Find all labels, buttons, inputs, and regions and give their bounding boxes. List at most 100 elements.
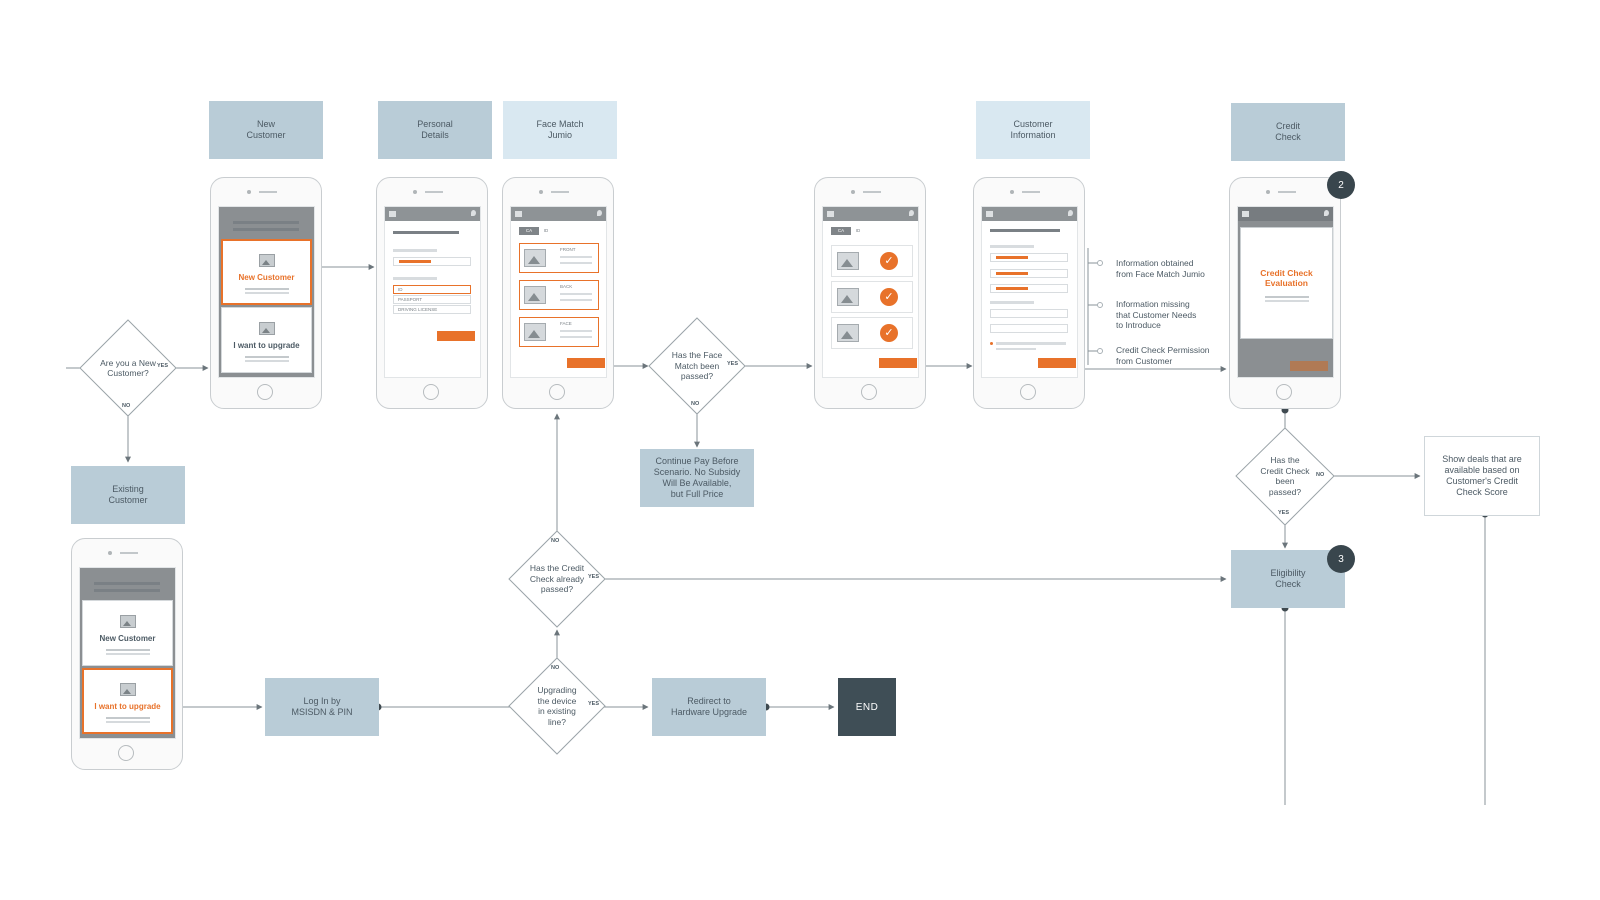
home-button[interactable] [257,384,273,400]
header-credit-check: Credit Check [1231,103,1345,161]
end-node: END [838,678,896,736]
caption: BACK [560,284,573,289]
decision-text-new-customer: Are you a New Customer? [100,357,156,379]
option-label: New Customer [238,273,295,282]
image-icon [119,615,136,628]
header-customer-information: Customer Information [976,101,1090,159]
label-yes: YES [588,701,600,707]
option-label: I want to upgrade [94,702,161,711]
process-log-in: Log In by MSISDN & PIN [265,678,379,736]
top-bar [511,207,606,221]
face-row: ✓ [831,317,913,349]
menu-icon[interactable] [827,211,834,213]
process-redirect: Redirect to Hardware Upgrade [652,678,766,736]
location-icon [909,210,914,216]
label-no: NO [691,401,700,407]
image-icon [524,286,546,304]
location-icon [597,210,602,216]
decision-credit-passed [1235,427,1335,526]
tab-ca[interactable]: CA [831,227,851,235]
label-yes: YES [727,361,739,367]
phone-screen: New Customer I want to upgrade [79,567,176,739]
decision-upgrading [508,657,606,755]
back-capture[interactable]: BACK [519,280,599,310]
label-no: NO [1316,472,1325,478]
check-icon: ✓ [880,288,898,306]
passport-field[interactable]: PASSPORT [393,295,471,304]
decision-face-match [648,317,746,415]
image-icon [119,683,136,696]
image-icon [524,323,546,341]
step-badge-credit: 2 [1327,171,1355,199]
decision-credit-already [508,530,606,628]
top-bar [823,207,918,221]
credit-eval-modal: Credit Check Evaluation [1240,227,1333,339]
front-capture[interactable]: FRONT [519,243,599,273]
phone-screen: CA ID FRONT BACK FACE [510,206,607,378]
image-icon [524,249,546,267]
phone-new-customer: New Customer I want to upgrade [210,177,322,409]
submit-button[interactable] [437,331,475,341]
phone-screen: Credit Check Evaluation [1237,206,1334,378]
process-show-deals: Show deals that are available based on C… [1424,436,1540,516]
face-capture[interactable]: FACE [519,317,599,347]
home-button[interactable] [423,384,439,400]
image-icon [837,324,859,342]
note-permission: Credit Check Permission from Customer [1116,345,1210,366]
top-bar [1238,207,1333,221]
phone-screen: New Customer I want to upgrade [218,206,315,378]
check-icon: ✓ [880,324,898,342]
new-customer-option[interactable]: New Customer [221,239,312,305]
new-customer-option[interactable]: New Customer [82,600,173,666]
tab-ca[interactable]: CA [519,227,539,235]
label-yes: YES [157,363,169,369]
caption: FACE [560,321,572,326]
phone-customer-information [973,177,1085,409]
upgrade-option[interactable]: I want to upgrade [221,307,312,373]
menu-icon[interactable] [1242,211,1249,213]
license-field[interactable]: DRIVING LICENSE [393,305,471,314]
option-label: I want to upgrade [233,341,300,350]
menu-icon[interactable] [389,211,396,213]
step-badge-eligibility: 3 [1327,545,1355,573]
home-button[interactable] [1276,384,1292,400]
decision-text-face-match: Has the Face Match been passed? [671,350,723,382]
menu-icon[interactable] [515,211,522,213]
modal-title: Credit Check Evaluation [1260,268,1313,288]
front-row: ✓ [831,245,913,277]
image-icon [837,288,859,306]
home-button[interactable] [549,384,565,400]
top-bar [982,207,1077,221]
home-button[interactable] [118,745,134,761]
image-icon [258,254,275,267]
header-face-match: Face Match Jumio [503,101,617,159]
note-dot-2 [1097,302,1103,308]
submit-button[interactable] [1290,361,1328,371]
upgrade-option[interactable]: I want to upgrade [82,668,173,734]
header-existing-customer: Existing Customer [71,466,185,524]
decision-text-credit-already: Has the Credit Check already passed? [529,563,585,595]
tab-id[interactable]: ID [855,228,861,233]
location-icon [471,210,476,216]
home-button[interactable] [861,384,877,400]
menu-icon[interactable] [986,211,993,213]
image-icon [258,322,275,335]
label-yes: YES [1278,510,1290,516]
id-field[interactable]: ID [393,285,471,294]
phone-credit-check: Credit Check Evaluation [1229,177,1341,409]
process-continue-pay: Continue Pay Before Scenario. No Subsidy… [640,449,754,507]
option-label: New Customer [99,634,156,643]
submit-button[interactable] [567,358,605,368]
image-icon [837,252,859,270]
submit-button[interactable] [879,358,917,368]
tab-id[interactable]: ID [543,228,549,233]
decision-new-customer [79,319,177,417]
phone-existing-customer: New Customer I want to upgrade [71,538,183,770]
home-button[interactable] [1020,384,1036,400]
label-yes: YES [588,574,600,580]
submit-button[interactable] [1038,358,1076,368]
decision-text-upgrading: Upgrading the device in existing line? [537,685,577,727]
label-no: NO [551,665,560,671]
